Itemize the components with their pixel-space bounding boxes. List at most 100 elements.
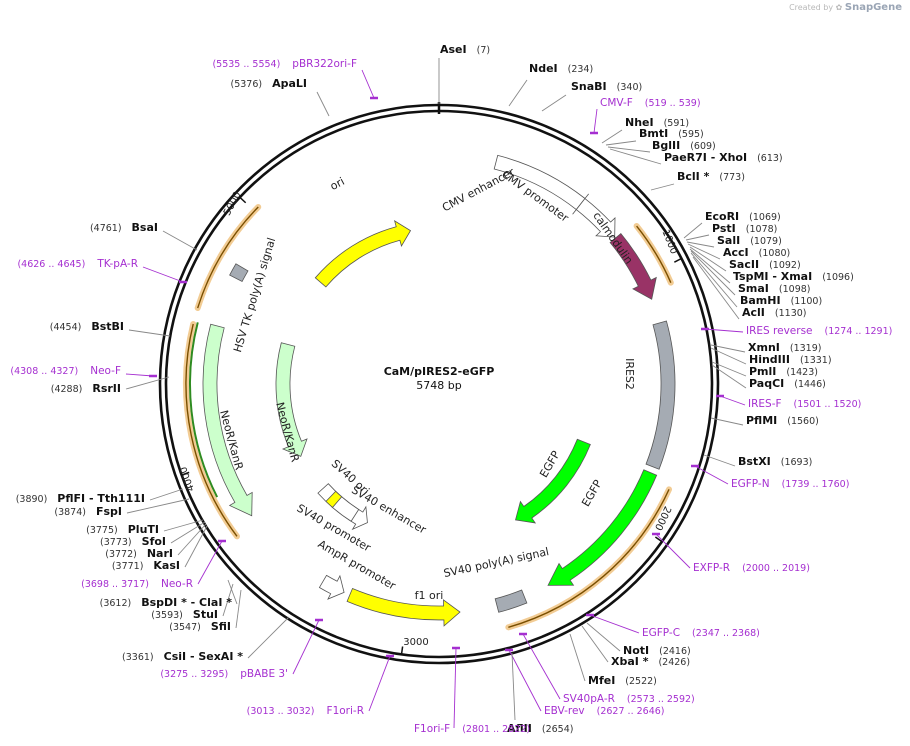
primer-label[interactable]: EBV-rev(2627 .. 2646) [544,705,665,717]
primer-label[interactable]: (3698 .. 3717)Neo-R [81,578,193,590]
restriction-site[interactable]: HindIII(1331) [749,353,832,366]
primer-range: (4626 .. 4645) [17,259,85,270]
feature-f1-ori[interactable] [346,587,461,627]
restriction-site[interactable]: SnaBI(340) [571,80,642,93]
site-position: (3771) [112,561,144,572]
restriction-site[interactable]: XmnI(1319) [748,341,821,354]
site-leader-line [687,243,721,260]
feature-calmodulin[interactable] [609,233,657,300]
primer-label[interactable]: IRES reverse(1274 .. 1291) [746,325,892,337]
restriction-site[interactable]: XbaI *(2426) [611,655,690,668]
restriction-site[interactable]: (3361)CsiI - SexAI * [122,650,243,663]
feature-neor-kanr[interactable] [275,342,308,457]
primer-label[interactable]: EXFP-R(2000 .. 2019) [693,562,810,574]
site-name: NdeI [529,62,558,75]
site-leader-line [685,234,710,241]
feature-sv40-ori[interactable] [325,490,343,509]
site-name: AseI [440,43,467,56]
primer-label[interactable]: IRES-F(1501 .. 1520) [748,398,861,410]
primer-range: (2000 .. 2019) [742,563,810,574]
site-name: KasI [153,559,180,572]
restriction-site[interactable]: AflII(2654) [507,722,573,735]
site-position: (1080) [759,248,791,259]
restriction-site[interactable]: SacII(1092) [729,258,801,271]
site-position: (591) [664,118,690,129]
restriction-site[interactable]: (3593)StuI [151,608,218,621]
restriction-site[interactable]: PmlI(1423) [749,365,818,378]
feature-ampr-promoter[interactable] [318,574,345,600]
restriction-site[interactable]: PaqCI(1446) [749,377,826,390]
restriction-site[interactable]: NotI(2416) [623,644,691,657]
restriction-site[interactable]: SalI(1079) [717,234,782,247]
site-name: StuI [193,608,218,621]
site-name: BglII [652,139,680,152]
primer-label[interactable]: SV40pA-R(2573 .. 2592) [563,693,695,705]
site-position: (3773) [100,537,132,548]
primer-label[interactable]: (3275 .. 3295)pBABE 3' [160,668,288,680]
site-leader-line [711,364,747,389]
primer-label[interactable]: (3013 .. 3032)F1ori-R [247,705,364,717]
restriction-site[interactable]: PstI(1078) [712,222,777,235]
restriction-site[interactable]: AclI(1130) [742,306,807,319]
site-leader-line [235,589,242,629]
restriction-site[interactable]: BglII(609) [652,139,716,152]
primer-label[interactable]: EGFP-N(1739 .. 1760) [731,478,849,490]
restriction-site[interactable]: (3874)FspI [54,505,122,518]
restriction-site[interactable]: BamHI(1100) [740,294,822,307]
restriction-site[interactable]: SmaI(1098) [738,282,811,295]
primer-label[interactable]: F1ori-F(2801 .. 2822) [414,723,530,735]
restriction-site[interactable]: MfeI(2522) [588,674,657,687]
restriction-site[interactable]: BmtI(595) [639,127,704,140]
restriction-site[interactable]: NheI(591) [625,116,689,129]
restriction-site[interactable]: AccI(1080) [723,246,790,259]
restriction-site[interactable]: TspMI - XmaI(1096) [733,270,854,283]
restriction-site[interactable]: (4288)RsrII [51,382,121,395]
restriction-site[interactable]: PaeR7I - XhoI(613) [664,151,783,164]
site-name: XbaI * [611,655,649,668]
restriction-site[interactable]: (3771) KasI [112,559,180,572]
site-position: (1446) [794,379,826,390]
restriction-site[interactable]: (3890)PflFI - Tth111I [16,492,145,505]
primer-name: EGFP-C [642,627,680,639]
restriction-site[interactable]: (5376)ApaLI [230,77,307,90]
feature-sv40-poly-a-signal[interactable] [494,589,528,613]
restriction-site[interactable]: (3772)NarI [105,547,173,560]
restriction-site[interactable]: (4454)BstBI [50,320,124,333]
site-position: (7) [477,45,490,56]
feature-egfp[interactable] [547,469,658,586]
restriction-site[interactable]: (4761)BsaI [90,221,158,234]
site-position: (1560) [787,416,819,427]
feature-hsv-tk-poly-a-signal[interactable] [229,263,249,283]
restriction-site[interactable]: (3547)SfiI [169,620,231,633]
restriction-site[interactable]: BstXI(1693) [738,455,812,468]
restriction-site[interactable]: BclI *(773) [677,170,745,183]
primer-range: (2801 .. 2822) [462,724,530,735]
primer-label[interactable]: (4626 .. 4645)TK-pA-R [17,258,138,270]
feature-ori[interactable] [314,220,412,288]
site-leader-line [689,246,727,272]
primer-range: (4308 .. 4327) [10,366,78,377]
feature-neor-kanr[interactable] [202,323,253,517]
primer-name: EGFP-N [731,478,770,490]
restriction-site[interactable]: PflMI(1560) [746,414,819,427]
restriction-site[interactable]: NdeI(234) [529,62,593,75]
restriction-site[interactable]: (3773)SfoI [100,535,166,548]
site-position: (3361) [122,652,154,663]
primer-label[interactable]: CMV-F(519 .. 539) [600,97,701,109]
primer-name: Neo-F [90,365,121,377]
primer-label[interactable]: (5535 .. 5554)pBR322ori-F [212,58,357,70]
primer-label[interactable]: (4308 .. 4327) Neo-F [10,365,121,377]
restriction-site[interactable]: (3775)PluTI [86,523,159,536]
restriction-site[interactable]: AseI (7) [440,43,490,56]
restriction-site[interactable]: (3612)BspDI * - ClaI * [100,596,233,609]
feature-cmv-promoter[interactable] [575,197,616,238]
site-position: (3775) [86,525,118,536]
site-position: (1078) [746,224,778,235]
primer-label[interactable]: EGFP-C(2347 .. 2368) [642,627,760,639]
site-position: (4454) [50,322,82,333]
restriction-site[interactable]: EcoRI(1069) [705,210,781,223]
feature-egfp[interactable] [515,438,591,524]
site-position: (2654) [542,724,574,735]
site-position: (2416) [659,646,691,657]
feature-ires2[interactable] [645,320,676,470]
